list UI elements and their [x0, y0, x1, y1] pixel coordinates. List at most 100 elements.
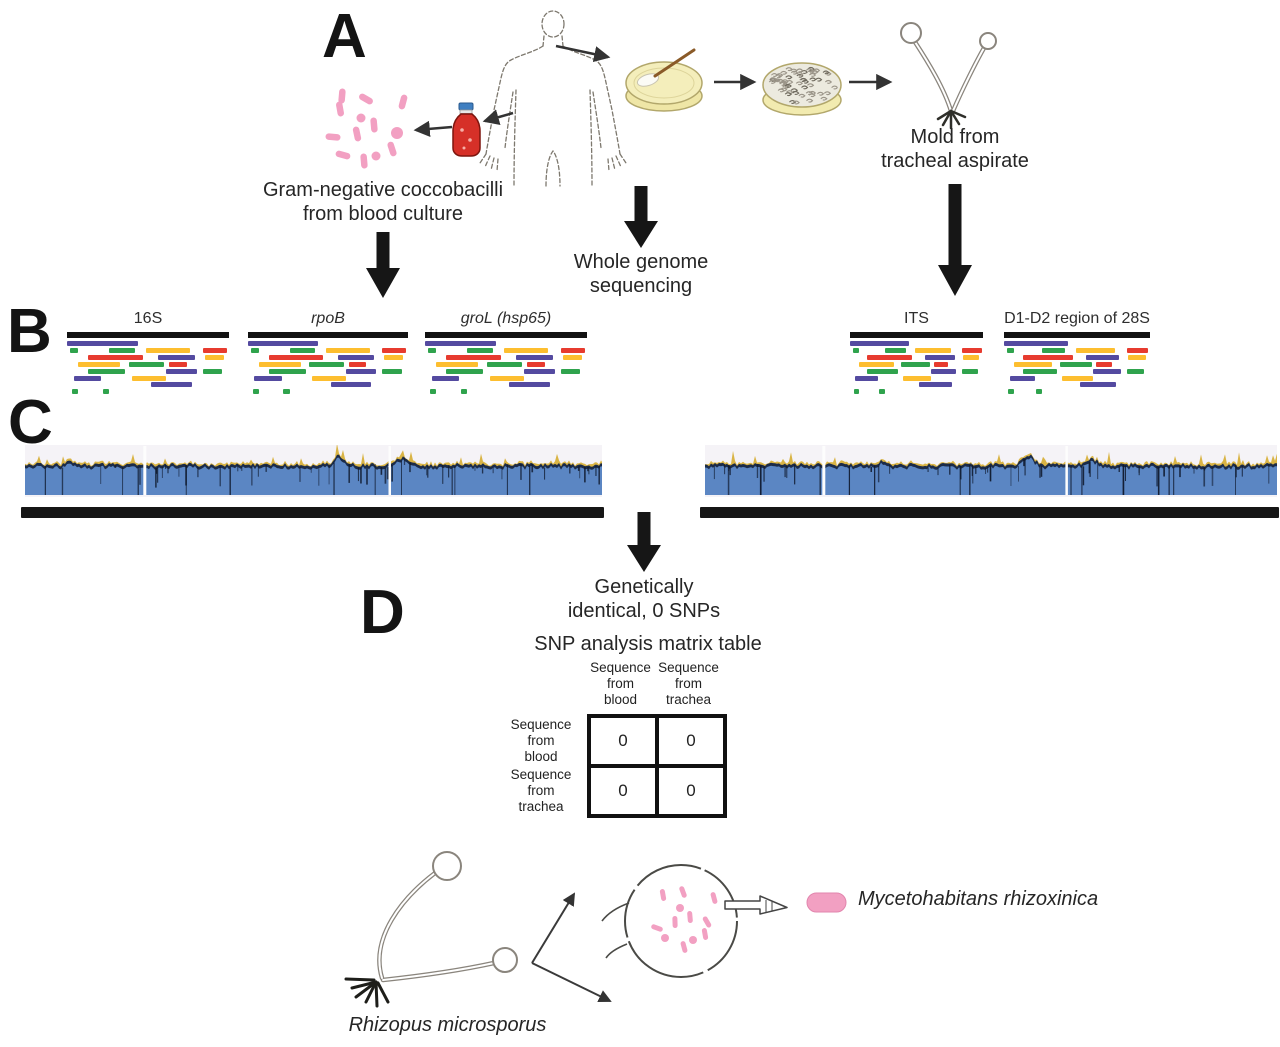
gene-label: rpoB	[311, 310, 345, 327]
sequence-read	[283, 389, 290, 395]
sequence-read	[268, 368, 306, 374]
sequence-read	[879, 389, 885, 395]
sequence-read	[382, 347, 407, 353]
sequence-read	[331, 382, 372, 388]
sequence-read	[489, 375, 524, 381]
sequence-read	[428, 347, 437, 353]
sequence-read	[1059, 361, 1092, 367]
down-arrow-wgs	[624, 186, 658, 248]
sequence-read	[924, 354, 956, 360]
gene-label: groL (hsp65)	[460, 310, 552, 327]
sequence-read	[527, 361, 545, 367]
down-arrow-blood	[366, 232, 400, 298]
bacteria-cluster-illustration	[325, 88, 408, 169]
sequence-read	[70, 347, 79, 353]
reference-bar	[850, 332, 983, 338]
matrix-cell: 0	[589, 716, 657, 766]
sequence-read	[504, 347, 549, 353]
sequence-read	[88, 354, 144, 360]
sequence-read	[146, 347, 191, 353]
down-arrow-snp	[627, 512, 661, 572]
panel-b-label: B	[7, 297, 52, 366]
panel-a-label: A	[322, 2, 367, 71]
blood-culture-bottle-illustration	[452, 102, 481, 157]
sequence-read	[169, 361, 187, 367]
sequence-read	[326, 347, 370, 353]
sequence-read	[446, 354, 502, 360]
sequence-read	[561, 368, 581, 374]
sequence-read	[78, 361, 121, 367]
sequence-read	[1006, 347, 1015, 353]
reference-bar	[248, 332, 408, 338]
sequence-read	[1009, 375, 1035, 381]
sequence-read	[854, 389, 860, 395]
sequence-read	[523, 368, 555, 374]
sequence-read	[71, 389, 79, 395]
sequence-read	[1079, 382, 1117, 388]
sequence-read	[509, 382, 550, 388]
sequence-read	[1085, 354, 1120, 360]
sequence-read	[963, 354, 979, 360]
genome-bar-trachea	[700, 507, 1279, 518]
sequence-read	[1075, 347, 1115, 353]
sequence-read	[884, 347, 906, 353]
sequence-read	[289, 347, 316, 353]
sequence-read	[446, 368, 484, 374]
down-arrows	[366, 184, 972, 572]
sequence-read	[852, 347, 860, 353]
sequence-read	[1008, 389, 1015, 395]
sequence-read	[429, 389, 437, 395]
sequence-read	[248, 341, 319, 346]
sequence-read	[102, 389, 110, 395]
reference-bar	[425, 332, 587, 338]
matrix-cell: 0	[657, 716, 725, 766]
sequence-read	[382, 368, 402, 374]
sequence-read	[312, 375, 346, 381]
sequence-read	[1128, 354, 1146, 360]
sequence-read	[1093, 368, 1121, 374]
sequence-read	[961, 347, 982, 353]
sequence-read	[345, 368, 376, 374]
sequence-read	[859, 361, 894, 367]
rhizopus-illustration	[344, 851, 518, 1008]
sequence-read	[867, 354, 913, 360]
sequence-read	[486, 361, 523, 367]
snp-matrix-table: 0 0 0 0	[587, 714, 727, 818]
sequence-read	[251, 347, 260, 353]
sequence-read	[384, 354, 404, 360]
sequence-read	[850, 341, 909, 346]
petri-dish-swab-illustration	[625, 48, 703, 112]
sequence-read	[88, 368, 126, 374]
bacteria-capsule-icon	[806, 892, 847, 913]
reference-bar	[1004, 332, 1150, 338]
human-figure-illustration	[479, 10, 627, 187]
sequence-read	[933, 361, 949, 367]
sequence-read	[855, 375, 878, 381]
sequence-read	[436, 361, 479, 367]
sequence-read	[460, 389, 468, 395]
sequence-read	[1126, 368, 1145, 374]
sequence-read	[919, 382, 953, 388]
sequence-read	[1126, 347, 1149, 353]
sequence-read	[1062, 375, 1094, 381]
sequence-read	[252, 389, 260, 395]
mycetohabitans-label: Mycetohabitans rhizoxinica	[858, 888, 1099, 910]
panel-d-label: D	[360, 578, 405, 647]
sequence-read	[337, 354, 375, 360]
sequence-read	[203, 368, 223, 374]
genome-bar-blood	[21, 507, 604, 518]
sequence-read	[151, 382, 192, 388]
snp-matrix-title: SNP analysis matrix table	[534, 633, 762, 655]
flow-arrows	[413, 44, 893, 137]
coverage-plot-blood	[25, 445, 602, 497]
gene-label: 16S	[133, 310, 163, 327]
coverage-plot-trachea	[705, 445, 1277, 497]
sequence-read	[903, 375, 932, 381]
